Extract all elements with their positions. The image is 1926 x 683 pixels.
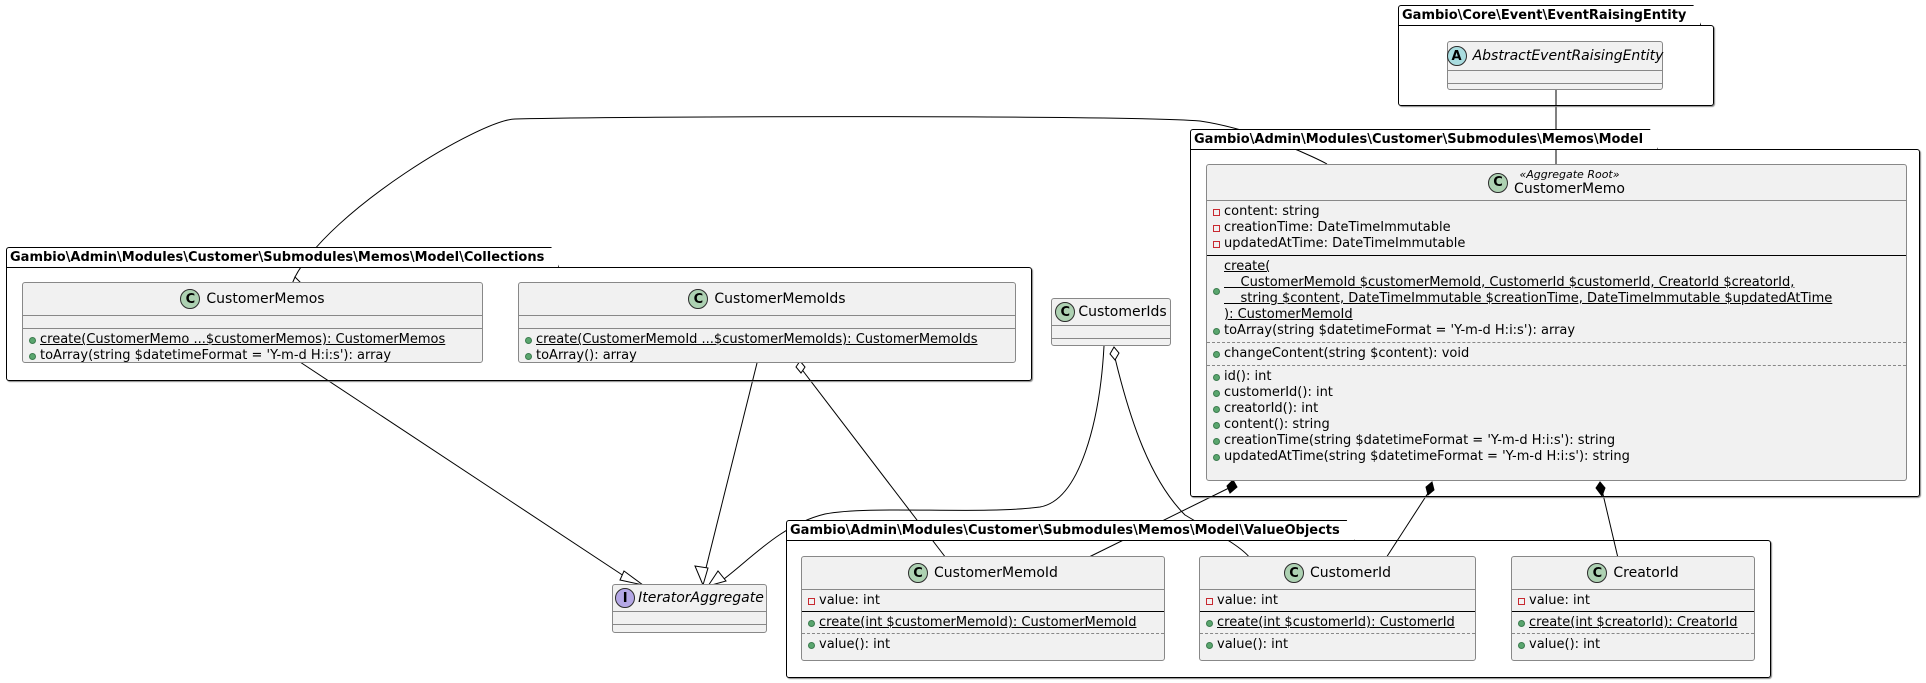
- field: value: int: [808, 593, 1158, 609]
- class-icon: C: [180, 289, 201, 309]
- private-icon: [1213, 224, 1220, 232]
- public-icon: [525, 352, 532, 360]
- public-icon: [1213, 287, 1220, 295]
- class-icon: C: [1488, 172, 1509, 193]
- private-icon: [808, 597, 815, 605]
- public-icon: [1213, 421, 1220, 429]
- class-creator-id[interactable]: C CreatorId value: int create(int $creat…: [1511, 556, 1755, 661]
- class-icon: C: [1587, 563, 1608, 583]
- class-name: CustomerIds: [1078, 304, 1167, 320]
- public-icon: [1213, 373, 1220, 381]
- class-icon: C: [1283, 563, 1304, 583]
- public-icon: [808, 619, 815, 627]
- interface-icon: I: [615, 588, 636, 608]
- package-title: Gambio\Admin\Modules\Customer\Submodules…: [6, 247, 559, 268]
- public-icon: [1213, 405, 1220, 413]
- public-icon: [29, 336, 36, 344]
- interface-iterator-aggregate[interactable]: I IteratorAggregate: [612, 584, 767, 633]
- class-customer-memo-id[interactable]: C CustomerMemoId value: int create(int $…: [801, 556, 1165, 661]
- method: updatedAtTime(string $datetimeFormat = '…: [1213, 449, 1900, 465]
- package-model: Gambio\Admin\Modules\Customer\Submodules…: [1190, 129, 1920, 497]
- class-name: CustomerMemo: [1514, 181, 1625, 197]
- implementation-arrowhead: [694, 565, 709, 587]
- abstract-class-icon: A: [1446, 46, 1467, 66]
- public-icon: [1206, 641, 1213, 649]
- class-name: CustomerMemos: [206, 291, 325, 307]
- method: creationTime(string $datetimeFormat = 'Y…: [1213, 433, 1900, 449]
- private-icon: [1213, 208, 1220, 216]
- public-icon: [525, 336, 532, 344]
- field: value: int: [1518, 593, 1748, 609]
- method: toArray(): array: [525, 348, 1009, 364]
- method: create(CustomerMemo ...$customerMemos): …: [29, 332, 476, 348]
- class-customer-memo[interactable]: C «Aggregate Root» CustomerMemo content:…: [1206, 164, 1907, 481]
- class-name: CustomerMemoId: [934, 565, 1058, 581]
- interface-name: IteratorAggregate: [638, 590, 764, 606]
- public-icon: [1213, 453, 1220, 461]
- package-value-objects: Gambio\Admin\Modules\Customer\Submodules…: [786, 520, 1771, 678]
- package-title: Gambio\Admin\Modules\Customer\Submodules…: [1190, 129, 1658, 150]
- field: content: string: [1213, 204, 1900, 220]
- method: customerId(): int: [1213, 385, 1900, 401]
- field: value: int: [1206, 593, 1469, 609]
- relation-impl-customermemos: [299, 361, 634, 583]
- stereotype: «Aggregate Root»: [1519, 168, 1620, 181]
- public-icon: [29, 352, 36, 360]
- public-icon: [1213, 437, 1220, 445]
- public-icon: [1213, 350, 1220, 358]
- relation-impl-customermemoids: [702, 362, 758, 581]
- method: create(CustomerMemoId ...$customerMemoId…: [525, 332, 1009, 348]
- class-icon: C: [688, 289, 709, 309]
- method: creatorId(): int: [1213, 401, 1900, 417]
- class-name: CustomerId: [1309, 565, 1392, 581]
- public-icon: [808, 641, 815, 649]
- class-name: AbstractEventRaisingEntity: [1472, 48, 1664, 64]
- package-collections: Gambio\Admin\Modules\Customer\Submodules…: [6, 247, 1032, 381]
- public-icon: [1518, 641, 1525, 649]
- method: create(int $customerMemoId): CustomerMem…: [808, 615, 1158, 631]
- private-icon: [1518, 597, 1525, 605]
- public-icon: [1206, 619, 1213, 627]
- class-name: CreatorId: [1613, 565, 1679, 581]
- package-event-raising-entity: Gambio\Core\Event\EventRaisingEntity: [1398, 5, 1714, 106]
- class-name: CustomerMemoIds: [714, 291, 846, 307]
- method: value(): int: [1518, 637, 1748, 653]
- method: value(): int: [1206, 637, 1469, 653]
- package-title: Gambio\Admin\Modules\Customer\Submodules…: [786, 520, 1355, 541]
- public-icon: [1518, 619, 1525, 627]
- class-abstract-event-raising-entity[interactable]: A AbstractEventRaisingEntity: [1446, 41, 1664, 90]
- private-icon: [1213, 240, 1220, 248]
- field: creationTime: DateTimeImmutable: [1213, 220, 1900, 236]
- method: create(int $creatorId): CreatorId: [1518, 615, 1748, 631]
- field: updatedAtTime: DateTimeImmutable: [1213, 236, 1900, 252]
- method: toArray(string $datetimeFormat = 'Y-m-d …: [1213, 323, 1900, 339]
- method: value(): int: [808, 637, 1158, 653]
- package-title: Gambio\Core\Event\EventRaisingEntity: [1398, 5, 1701, 26]
- method: changeContent(string $content): void: [1213, 346, 1900, 362]
- private-icon: [1206, 597, 1213, 605]
- method: toArray(string $datetimeFormat = 'Y-m-d …: [29, 348, 476, 364]
- class-icon: C: [908, 563, 929, 583]
- class-customer-id[interactable]: C CustomerId value: int create(int $cust…: [1199, 556, 1476, 661]
- public-icon: [1213, 327, 1220, 335]
- class-customer-memos[interactable]: C CustomerMemos create(CustomerMemo ...$…: [22, 282, 483, 363]
- method: id(): int: [1213, 369, 1900, 385]
- public-icon: [1213, 389, 1220, 397]
- method-create: create( CustomerMemoId $customerMemoId, …: [1213, 259, 1900, 323]
- class-icon: C: [1055, 302, 1076, 322]
- method: create(int $customerId): CustomerId: [1206, 615, 1469, 631]
- implementation-arrowhead: [619, 570, 644, 586]
- method: content(): string: [1213, 417, 1900, 433]
- class-customer-memo-ids[interactable]: C CustomerMemoIds create(CustomerMemoId …: [518, 282, 1016, 363]
- class-customer-ids[interactable]: C CustomerIds: [1051, 298, 1171, 346]
